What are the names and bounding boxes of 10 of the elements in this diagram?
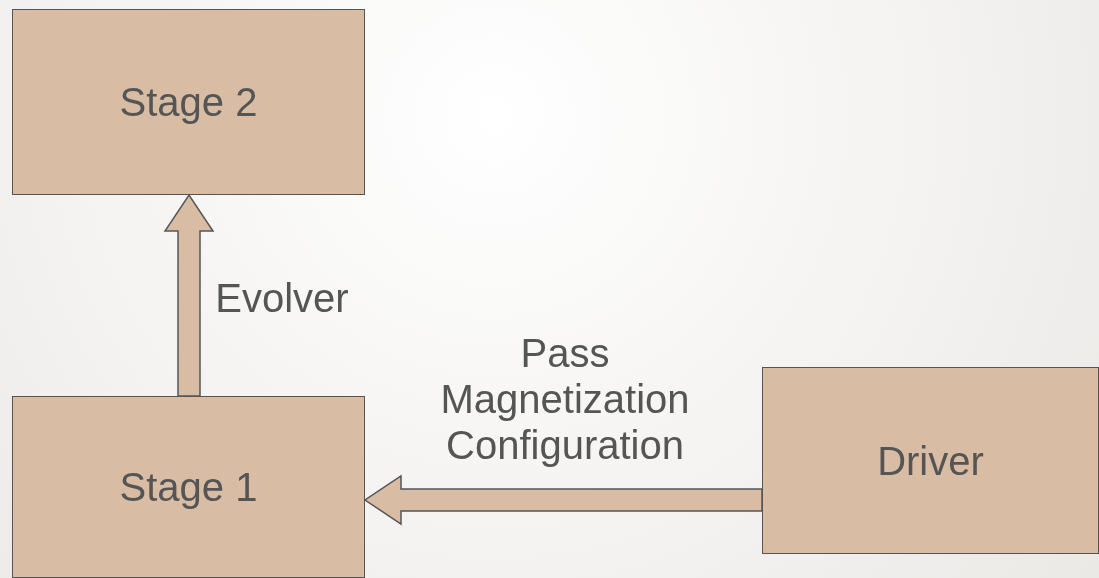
- edge-label: Evolver: [214, 275, 350, 321]
- process-box: [762, 367, 1099, 554]
- block-arrow: [163, 193, 215, 397]
- block-arrow: [363, 474, 763, 526]
- process-box: [12, 396, 365, 578]
- edge-label: Pass Magnetization Configuration: [439, 330, 691, 468]
- box-label: Driver: [877, 437, 984, 485]
- box-label: Stage 2: [119, 79, 258, 126]
- process-box: [12, 9, 365, 195]
- box-label: Stage 1: [119, 464, 258, 511]
